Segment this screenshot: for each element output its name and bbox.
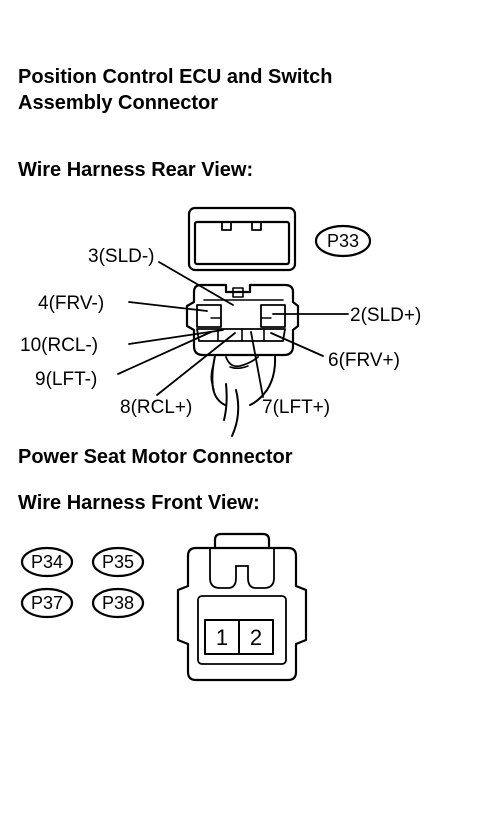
ecu-wire-harness: [210, 355, 277, 437]
motor-pin-2: 2: [250, 625, 262, 650]
pin-leader-lines: [117, 261, 349, 398]
ecu-connector-title-line2: Assembly Connector: [18, 92, 219, 114]
connector-code-p33: P33: [327, 231, 359, 251]
ecu-connector-title: Position Control ECU and Switch Assembly…: [18, 64, 332, 116]
connector-code-p38: P38: [102, 593, 134, 613]
pin-label-7: 7(LFT+): [262, 397, 330, 418]
ecu-connector-title-line1: Position Control ECU and Switch: [18, 66, 333, 88]
connector-code-p35: P35: [102, 552, 134, 572]
ecu-view-label: Wire Harness Rear View:: [18, 159, 254, 181]
ecu-connector-cover: [187, 206, 297, 272]
pin-label-8: 8(RCL+): [120, 397, 192, 418]
motor-pin-1: 1: [216, 625, 228, 650]
pin-label-2: 2(SLD+): [350, 305, 421, 326]
pin-label-6: 6(FRV+): [328, 350, 400, 371]
motor-connector-body: [176, 532, 308, 682]
connector-code-oval-p37: [20, 587, 74, 619]
pin-label-10: 10(RCL-): [20, 335, 98, 356]
pin-label-3: 3(SLD-): [88, 246, 155, 267]
pin-label-9: 9(LFT-): [35, 369, 97, 390]
connector-code-p37: P37: [31, 593, 63, 613]
motor-connector-title: Power Seat Motor Connector: [18, 446, 293, 468]
connector-code-oval-p38: [91, 587, 145, 619]
ecu-connector-body: [185, 283, 300, 357]
connector-code-oval-p34: [20, 546, 74, 578]
connector-code-oval-p33: [314, 224, 372, 258]
connector-code-p34: P34: [31, 552, 63, 572]
motor-view-label: Wire Harness Front View:: [18, 492, 260, 514]
pin-label-4: 4(FRV-): [38, 293, 104, 314]
connector-code-oval-p35: [91, 546, 145, 578]
